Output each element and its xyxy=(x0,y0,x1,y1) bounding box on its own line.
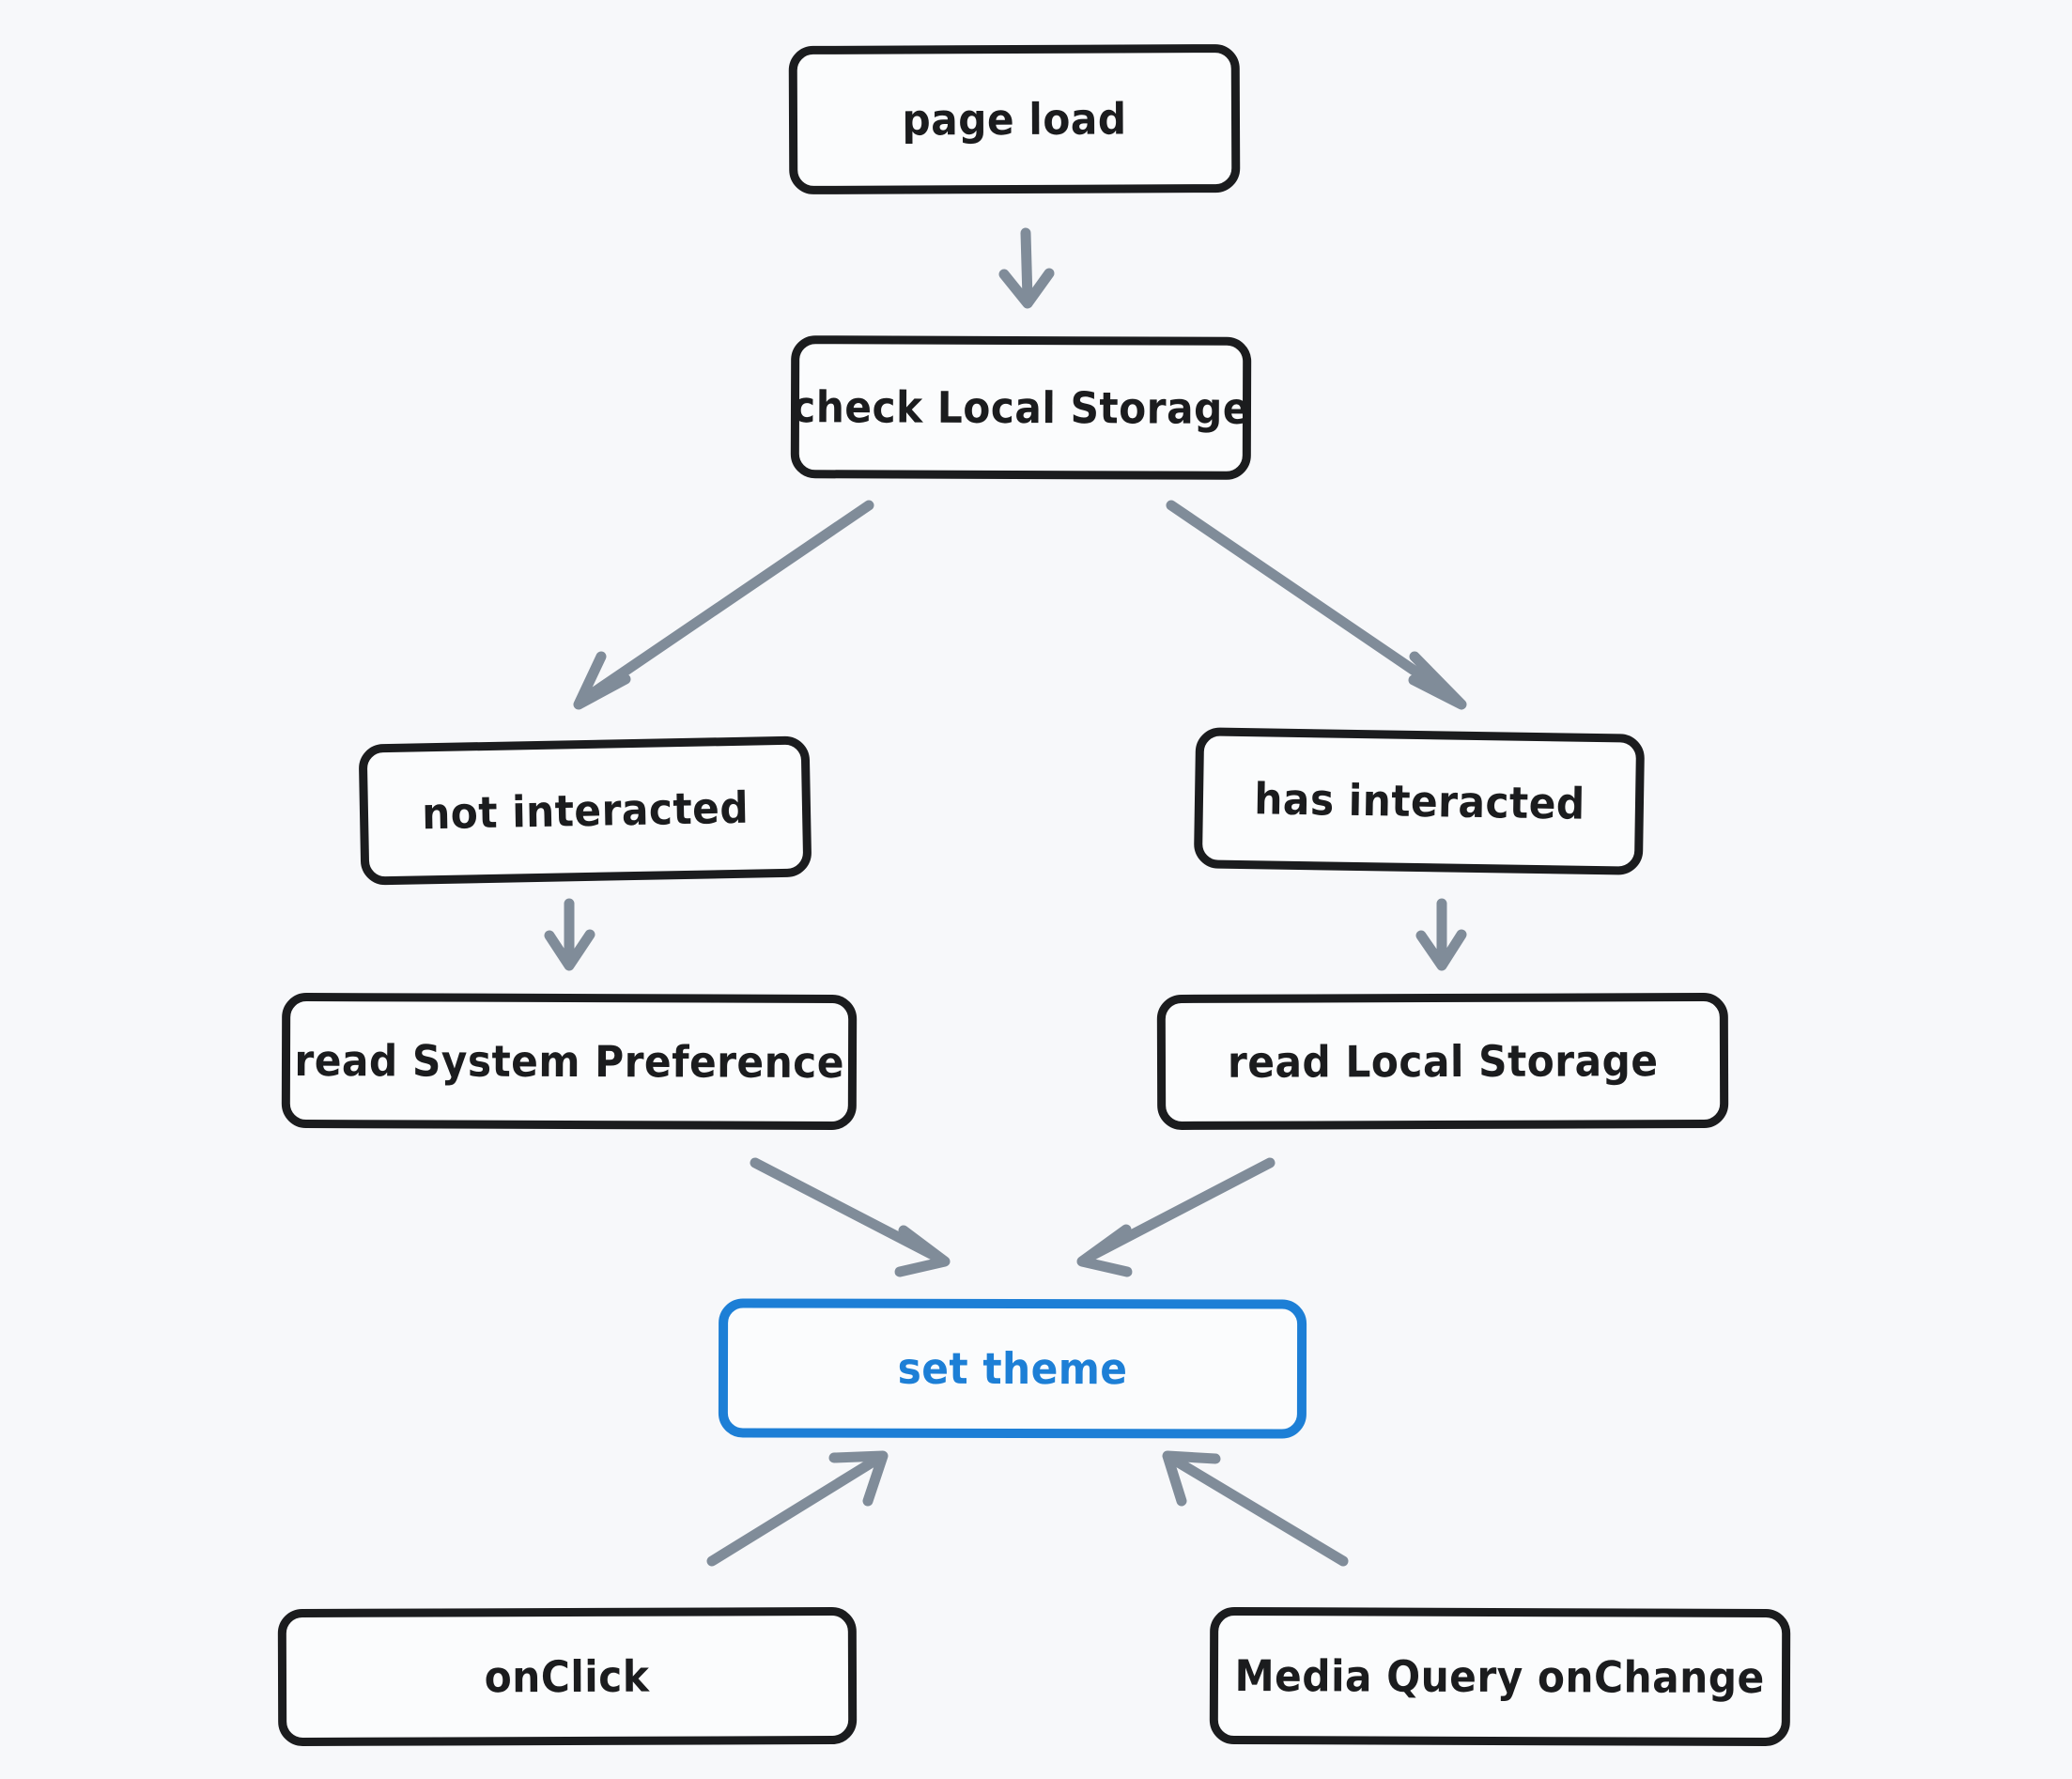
node-page-load-label: page load xyxy=(902,93,1127,146)
edge-not-interacted-to-read-system xyxy=(544,898,595,971)
node-check-local-storage[interactable]: check Local Storage xyxy=(790,335,1252,480)
edge-media-query-to-set-theme xyxy=(1162,1450,1349,1567)
node-media-query-onchange-label: Media Query onChange xyxy=(1234,1650,1766,1703)
node-set-theme-label: set theme xyxy=(897,1342,1128,1395)
edge-read-local-to-set-theme xyxy=(1076,1157,1276,1277)
node-check-local-storage-label: check Local Storage xyxy=(792,381,1250,434)
node-has-interacted-label: has interacted xyxy=(1253,773,1585,829)
node-not-interacted-label: not interacted xyxy=(421,781,750,840)
edge-has-interacted-to-read-local xyxy=(1415,898,1467,971)
node-onclick[interactable]: onClick xyxy=(277,1606,858,1747)
node-read-system-preference[interactable]: read System Preference xyxy=(281,992,858,1131)
edge-read-system-to-set-theme xyxy=(750,1157,951,1277)
node-has-interacted[interactable]: has interacted xyxy=(1193,727,1646,875)
node-page-load[interactable]: page load xyxy=(788,43,1241,195)
node-read-local-storage[interactable]: read Local Storage xyxy=(1156,992,1729,1131)
edge-check-local-to-not-interacted xyxy=(573,500,874,710)
node-read-local-storage-label: read Local Storage xyxy=(1227,1035,1659,1088)
node-set-theme[interactable]: set theme xyxy=(718,1298,1307,1439)
node-onclick-label: onClick xyxy=(485,1650,650,1703)
node-read-system-preference-label: read System Preference xyxy=(294,1034,844,1089)
node-media-query-onchange[interactable]: Media Query onChange xyxy=(1209,1606,1791,1747)
edge-check-local-to-has-interacted xyxy=(1166,500,1467,710)
node-not-interacted[interactable]: not interacted xyxy=(358,735,812,886)
edge-onclick-to-set-theme xyxy=(706,1450,889,1567)
edge-page-load-to-check-local xyxy=(998,227,1055,309)
